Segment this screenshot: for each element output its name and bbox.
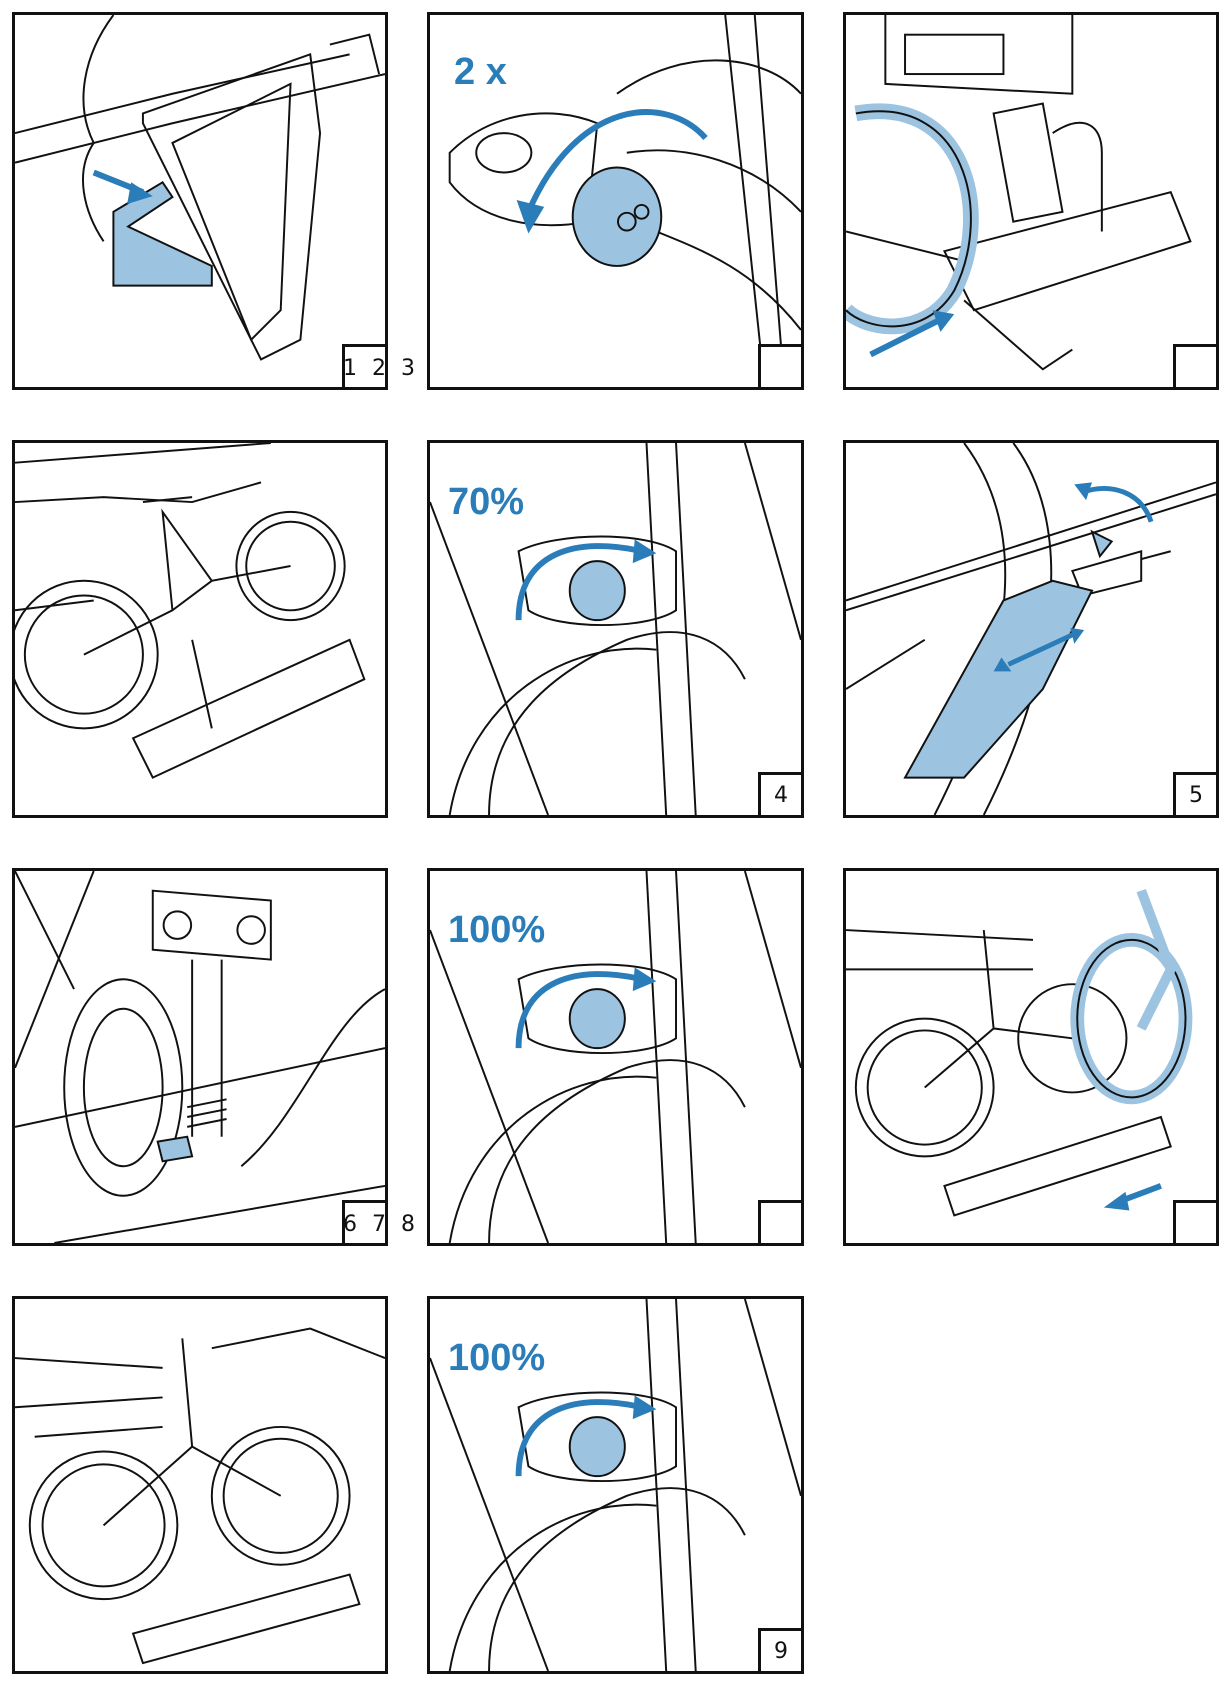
callout-text: 100% [448,909,546,951]
illustration-clamp-100-final [430,1299,801,1671]
callout-text: 70% [448,481,525,523]
step-number-box [1173,1200,1219,1246]
step-panel-7: 6 7 8 [12,868,415,1246]
step-number-box [342,344,388,390]
illustration-hand-lever [15,15,385,361]
step-panel-6: 5 [843,440,1219,818]
illustration-wheel-into-rail [846,15,1192,371]
step-number-box [1173,344,1219,390]
illustration-clamp-70 [430,443,801,815]
step-number-box [758,344,804,390]
step-panel-1: 1 2 3 [12,12,415,390]
step-panel-8: 100% [427,868,804,1246]
step-number-box: 4 [758,772,804,818]
step-number-box [342,1200,388,1246]
illustration-tighten-bolt [15,871,385,1243]
illustration-bike-on-carrier [15,443,366,779]
callout-text: 100% [448,1337,546,1379]
step-panel-9 [843,868,1219,1246]
callout-text: 2 x [454,51,507,93]
step-panel-2: 2 x [427,12,804,390]
illustration-two-bikes-loaded [15,1327,385,1665]
step-panel-5: 70% 4 [427,440,804,818]
step-number-box: 9 [758,1628,804,1674]
step-number-box [758,1200,804,1246]
step-panel-4 [12,440,388,818]
illustration-knob-turn [448,15,801,387]
illustration-clamp-100 [430,871,801,1243]
step-panel-3 [843,12,1219,390]
step-panel-11: 100% 9 [427,1296,804,1674]
step-label: 6 7 8 [343,1212,419,1237]
step-label: 1 2 3 [343,356,419,381]
illustration-second-bike [846,888,1193,1217]
step-number-box: 5 [1173,772,1219,818]
step-panel-10 [12,1296,388,1674]
illustration-arm-adjust [846,443,1216,815]
